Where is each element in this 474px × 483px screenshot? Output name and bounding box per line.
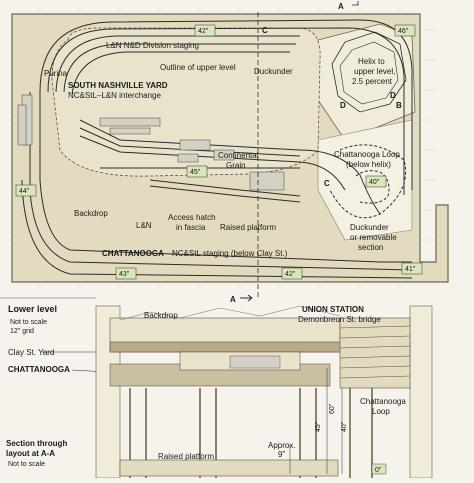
- sec-approx-2: 9": [278, 450, 285, 459]
- label-interchange: NC&StL–L&N interchange: [68, 91, 161, 100]
- letter-d-helix: D: [340, 101, 346, 110]
- label-continental-1: Continental: [218, 151, 259, 160]
- dim-box-44: [15, 184, 37, 197]
- lower-clay: Clay St. Yard: [8, 348, 54, 357]
- label-ln-lower: L&N: [136, 221, 152, 230]
- label-duckunder-3: or removable: [350, 233, 397, 242]
- dim-41: 41": [405, 266, 416, 273]
- dim-box-46: [394, 24, 416, 37]
- section-2: layout at A-A: [6, 449, 55, 458]
- lower-title: Lower level: [8, 304, 57, 314]
- label-ncstl-staging: NC&StL staging (below Clay St.): [172, 249, 288, 258]
- label-chatt-loop-2: (below helix): [346, 160, 391, 169]
- lower-not-scale: Not to scale: [10, 319, 47, 326]
- letter-c-top: C: [262, 26, 268, 35]
- dim-43: 43": [119, 271, 130, 278]
- section-3: Not to scale: [8, 461, 45, 468]
- letter-a-top: A: [338, 2, 344, 11]
- loop-area: [317, 119, 413, 241]
- label-backdrop: Backdrop: [74, 209, 108, 218]
- dim-box-45: [186, 165, 208, 178]
- sec-d45: 45": [315, 421, 322, 432]
- label-continental-2: Grain: [226, 161, 246, 170]
- dim-box-42-bottom: [281, 267, 303, 280]
- section-mark-top: [352, 1, 359, 6]
- dim-46: 46": [398, 28, 409, 35]
- sec-demonbreun: Demonbreun St. bridge: [298, 315, 381, 324]
- dim-box-41: [401, 262, 423, 275]
- label-helix-2: upper level,: [354, 67, 395, 76]
- dim-42-bottom: 42": [285, 271, 296, 278]
- label-raised-platform: Raised platform: [220, 223, 276, 232]
- letter-b: B: [396, 101, 402, 110]
- label-access-hatch-2: in fascia: [176, 223, 206, 232]
- section-drawing: [95, 305, 433, 479]
- lower-grid: 12" grid: [10, 328, 34, 335]
- section-1: Section through: [6, 439, 67, 448]
- sec-raised-platform: Raised platform: [158, 452, 214, 461]
- label-helix-3: 2.5 percent: [352, 77, 393, 86]
- yard-buildings: [17, 94, 285, 191]
- letter-a-mid: A: [230, 295, 236, 304]
- lower-chattanooga: CHATTANOOGA: [8, 365, 70, 374]
- label-south-nashville: SOUTH NASHVILLE YARD: [68, 81, 168, 90]
- sec-union-station: UNION STATION: [302, 305, 364, 314]
- label-outline-upper: Outline of upper level: [160, 63, 236, 72]
- sec-chatt-loop-2: Loop: [372, 407, 390, 416]
- sec-chatt-loop-1: Chattanooga: [360, 397, 406, 406]
- sec-backdrop: Backdrop: [144, 311, 178, 320]
- label-purina: Purina: [44, 69, 68, 78]
- sec-approx-1: Approx.: [268, 441, 296, 450]
- dim-box-40: [365, 175, 387, 188]
- dim-40: 40": [369, 179, 380, 186]
- label-duckunder-top: Duckunder: [254, 67, 293, 76]
- sec-d60: 60": [329, 403, 336, 414]
- label-chatt-loop-1: Chattanooga Loop: [334, 150, 400, 159]
- dim-45: 45": [190, 169, 201, 176]
- label-duckunder-2: Duckunder: [350, 223, 389, 232]
- dimension-boxes: [15, 24, 423, 280]
- letter-c-right: C: [324, 179, 330, 188]
- letter-d-right: D: [390, 91, 396, 100]
- sec-d40: 40": [341, 421, 348, 432]
- label-duckunder-4: section: [358, 243, 383, 252]
- label-helix-1: Helix to: [358, 57, 385, 66]
- label-access-hatch-1: Access hatch: [168, 213, 216, 222]
- label-ln-staging: L&N N&D Division staging: [106, 41, 199, 50]
- dim-44: 44": [19, 188, 30, 195]
- dim-42-top: 42": [198, 28, 209, 35]
- label-chattanooga: CHATTANOOGA: [102, 249, 164, 258]
- sec-d0: 0": [375, 467, 382, 474]
- dim-box-42-top: [194, 24, 216, 37]
- dim-box-43: [115, 267, 137, 280]
